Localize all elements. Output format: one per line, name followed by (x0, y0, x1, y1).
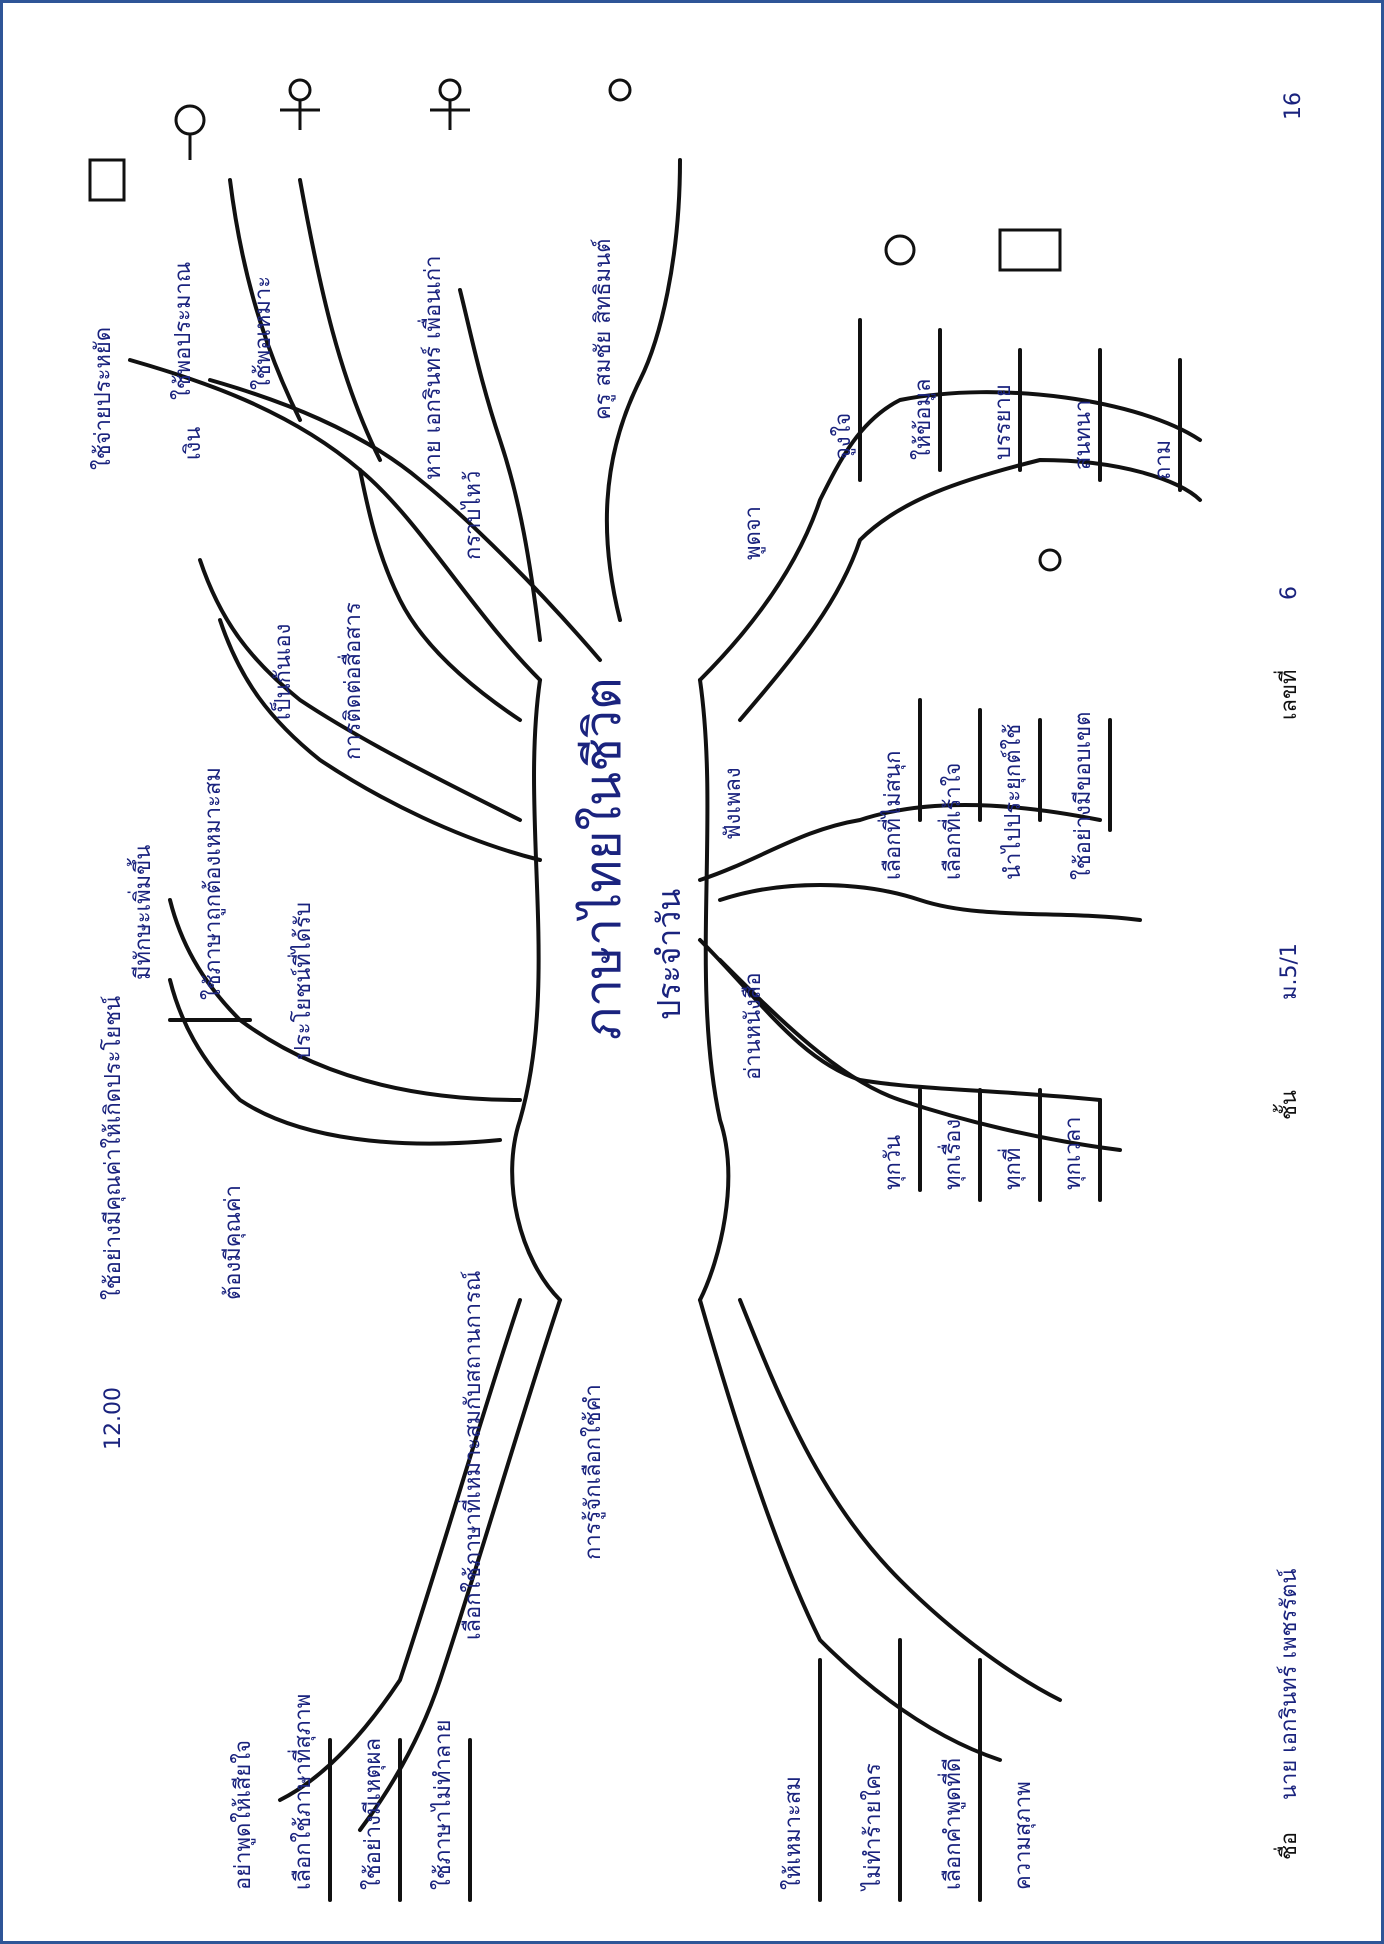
branch-benefit-root: ประโยชน์ที่ได้รับ (287, 902, 316, 1060)
branch-read-item: ทุกเวลา (1061, 1116, 1086, 1190)
footer: ชื่อ นาย เอกรินทร์ เพชรรัตน์ ชั้น ม.5/1 … (1273, 586, 1302, 1860)
person-icon-2 (440, 80, 460, 100)
branch-know-item: ความสุภาพ (1011, 1781, 1036, 1890)
branch-money-item: ใช้พอประมาณ (170, 262, 196, 400)
footer-class-label: ชั้น (1273, 1090, 1302, 1120)
branch-money-item: ใช้จ่ายประหยัด (90, 327, 116, 470)
branch-media-item: อย่าพูดให้เสียใจ (230, 1740, 256, 1890)
branch-speak-item: จูงใจ (830, 413, 856, 460)
tree-icon (176, 106, 204, 134)
grid-icon (1000, 230, 1060, 270)
branch-read-item: ทุกวัน (881, 1135, 906, 1190)
page-number: 16 (1281, 92, 1306, 120)
branch-media-root: เลือกใช้ภาษาที่เหมาะสมกับสถานการณ์ (457, 1271, 486, 1640)
branch-value-root: ต้องมีคุณค่า (221, 1185, 246, 1300)
branch-listen-root: ฟังเพลง (721, 767, 746, 840)
branch-media-item: เลือกใช้ภาษาที่สุภาพ (287, 1694, 316, 1890)
footer-name-label: ชื่อ (1273, 1832, 1302, 1860)
branch-money-item: ใช้พอเหมาะ (250, 276, 276, 390)
branch-read-item: ทุกเรื่อง (937, 1119, 966, 1190)
branch-benefit-item: มีทักษะเพิ่มขึ้น (127, 845, 156, 980)
branch-read-item: ทุกที่ (997, 1148, 1026, 1190)
lightbulb-icon (886, 236, 914, 264)
center-title: ภาษาไทยในชีวิต (574, 677, 632, 1040)
branch-listen-item: ใช้อย่างมีขอบเขต (1070, 712, 1096, 880)
branch-respect-root: กราบไหว้ (460, 471, 486, 560)
branch-speak-item: ถาม (1151, 440, 1176, 480)
branch-speak-item: ให้ข้อมูล (910, 379, 936, 460)
branch-listen-item: นำไปประยุกต์ใช้ (1000, 724, 1026, 880)
person-icon-4 (1040, 550, 1060, 570)
branch-speak-root: พูดจา (741, 506, 766, 560)
branch-speak-item: สนทนา (1071, 400, 1096, 470)
branch-know-item: ให้เหมาะสม (780, 1776, 806, 1890)
branch-speak-item: บรรยาย (991, 384, 1016, 460)
branch-money-root: เงิน (181, 427, 206, 460)
footer-name-value: นาย เอกรินทร์ เพชรรัตน์ (1277, 1568, 1302, 1800)
doodles (90, 72, 1384, 570)
branch-value-item: ใช้อย่างมีคุณค่าให้เกิดประโยชน์ (100, 996, 126, 1300)
center-subtitle: ประจำวัน (650, 889, 688, 1020)
branch-respect-item: หาย เอกรินทร์ เพื่อนเก่า (417, 256, 446, 480)
footer-number-value: 6 (1277, 586, 1302, 600)
branch-listen-item: เลือกที่เร้าใจ (937, 763, 966, 880)
branch-benefit-item: ใช้ภาษาถูกต้องเหมาะสม (200, 767, 226, 1000)
footer-class-value: ม.5/1 (1277, 943, 1302, 1000)
branch-relate-item: เป็นกันเอง (268, 624, 296, 720)
branch-read-root: อ่านหนังสือ (741, 972, 766, 1080)
branch-respect-item: ครู สมชัย สิทธิมนต์ (591, 239, 616, 420)
footer-number-label: เลขที่ (1273, 669, 1302, 720)
person-icon-3 (610, 80, 630, 100)
branch-media-item: ใช้อย่างมีเหตุผล (360, 1738, 386, 1890)
money-box-icon (90, 160, 124, 200)
time-note: 12.00 (101, 1387, 126, 1450)
person-icon (290, 80, 310, 100)
branch-know-item: ไม่ทำร้ายใคร (860, 1763, 886, 1892)
branch-relate-root: การติดต่อสื่อสาร (337, 602, 366, 760)
branch-media-item: ใช้ภาษาไม่ทำลาย (430, 1719, 456, 1890)
branch-know-root: การรู้จักเลือกใช้คำ (580, 1384, 606, 1560)
branch-listen-item: เลือกที่ไม่สนุก (877, 751, 906, 880)
branch-know-item: เลือกคำพูดที่ดี (937, 1758, 966, 1890)
